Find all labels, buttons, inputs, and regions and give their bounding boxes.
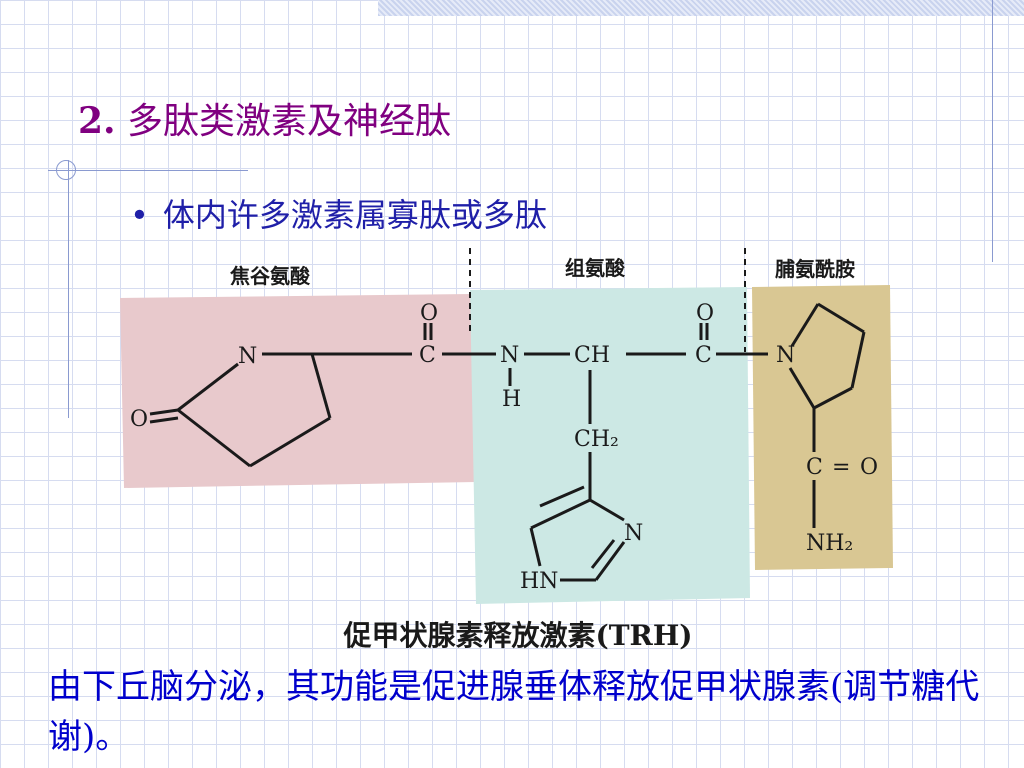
decorative-left-rule <box>68 160 69 418</box>
atom-carbonyl2-o: O <box>696 301 714 326</box>
chemical-bonds <box>149 302 866 582</box>
description-close-paren: ) <box>82 717 96 757</box>
atom-amide-n: N <box>500 343 519 368</box>
atom-amide-h: H <box>502 387 521 412</box>
atom-carbonyl1-c: C <box>419 343 436 368</box>
description-open-paren: ( <box>830 667 844 707</box>
atom-imidazole-hn: HN <box>520 569 558 594</box>
diagram-caption: 促甲状腺素释放激素(TRH) <box>342 619 692 652</box>
atom-pyro-o: O <box>130 407 148 432</box>
description-part2: 调节糖代谢 <box>48 667 980 757</box>
atom-pro-n: N <box>776 343 795 368</box>
atom-amide-c: C <box>806 455 823 480</box>
atom-amide-o: O <box>860 455 878 480</box>
title-text: 多肽类激素及神经肽 <box>127 101 452 142</box>
description-part1: 由下丘脑分泌，其功能是促进腺垂体释放促甲状腺素 <box>48 667 830 707</box>
description-end: 。 <box>95 717 130 757</box>
decorative-top-band <box>378 0 1024 16</box>
label-histidine: 组氨酸 <box>565 256 626 280</box>
atom-alpha-ch: CH <box>574 343 610 368</box>
prolinamide-panel <box>752 285 893 570</box>
description-text: 由下丘脑分泌，其功能是促进腺垂体释放促甲状腺素(调节糖代谢)。 <box>48 662 998 762</box>
decorative-right-rule <box>992 0 993 262</box>
decorative-horizontal-rule <box>48 170 248 171</box>
atom-labels: N O O C N H CH CH₂ O C N HN N C = O NH₂ <box>130 301 878 594</box>
slide-title: 2. 多肽类激素及神经肽 <box>78 92 451 144</box>
atom-carbonyl1-o: O <box>420 301 438 326</box>
bullet-point: • 体内许多激素属寡肽或多肽 <box>130 190 547 236</box>
label-pyroglutamate: 焦谷氨酸 <box>230 264 311 288</box>
atom-pyro-n: N <box>238 344 257 369</box>
atom-imidazole-n: N <box>624 521 643 546</box>
decorative-ring <box>56 160 76 180</box>
atom-carbonyl2-c: C <box>695 343 712 368</box>
title-number: 2. <box>78 100 116 142</box>
atom-amide-eq: = <box>832 455 850 480</box>
bullet-dot: • <box>130 196 149 234</box>
atom-methylene: CH₂ <box>574 427 619 452</box>
atom-amide-nh2: NH₂ <box>806 531 853 556</box>
pyroglutamate-panel <box>120 294 476 488</box>
bullet-text: 体内许多激素属寡肽或多肽 <box>162 196 547 234</box>
label-prolinamide: 脯氨酰胺 <box>775 257 855 281</box>
